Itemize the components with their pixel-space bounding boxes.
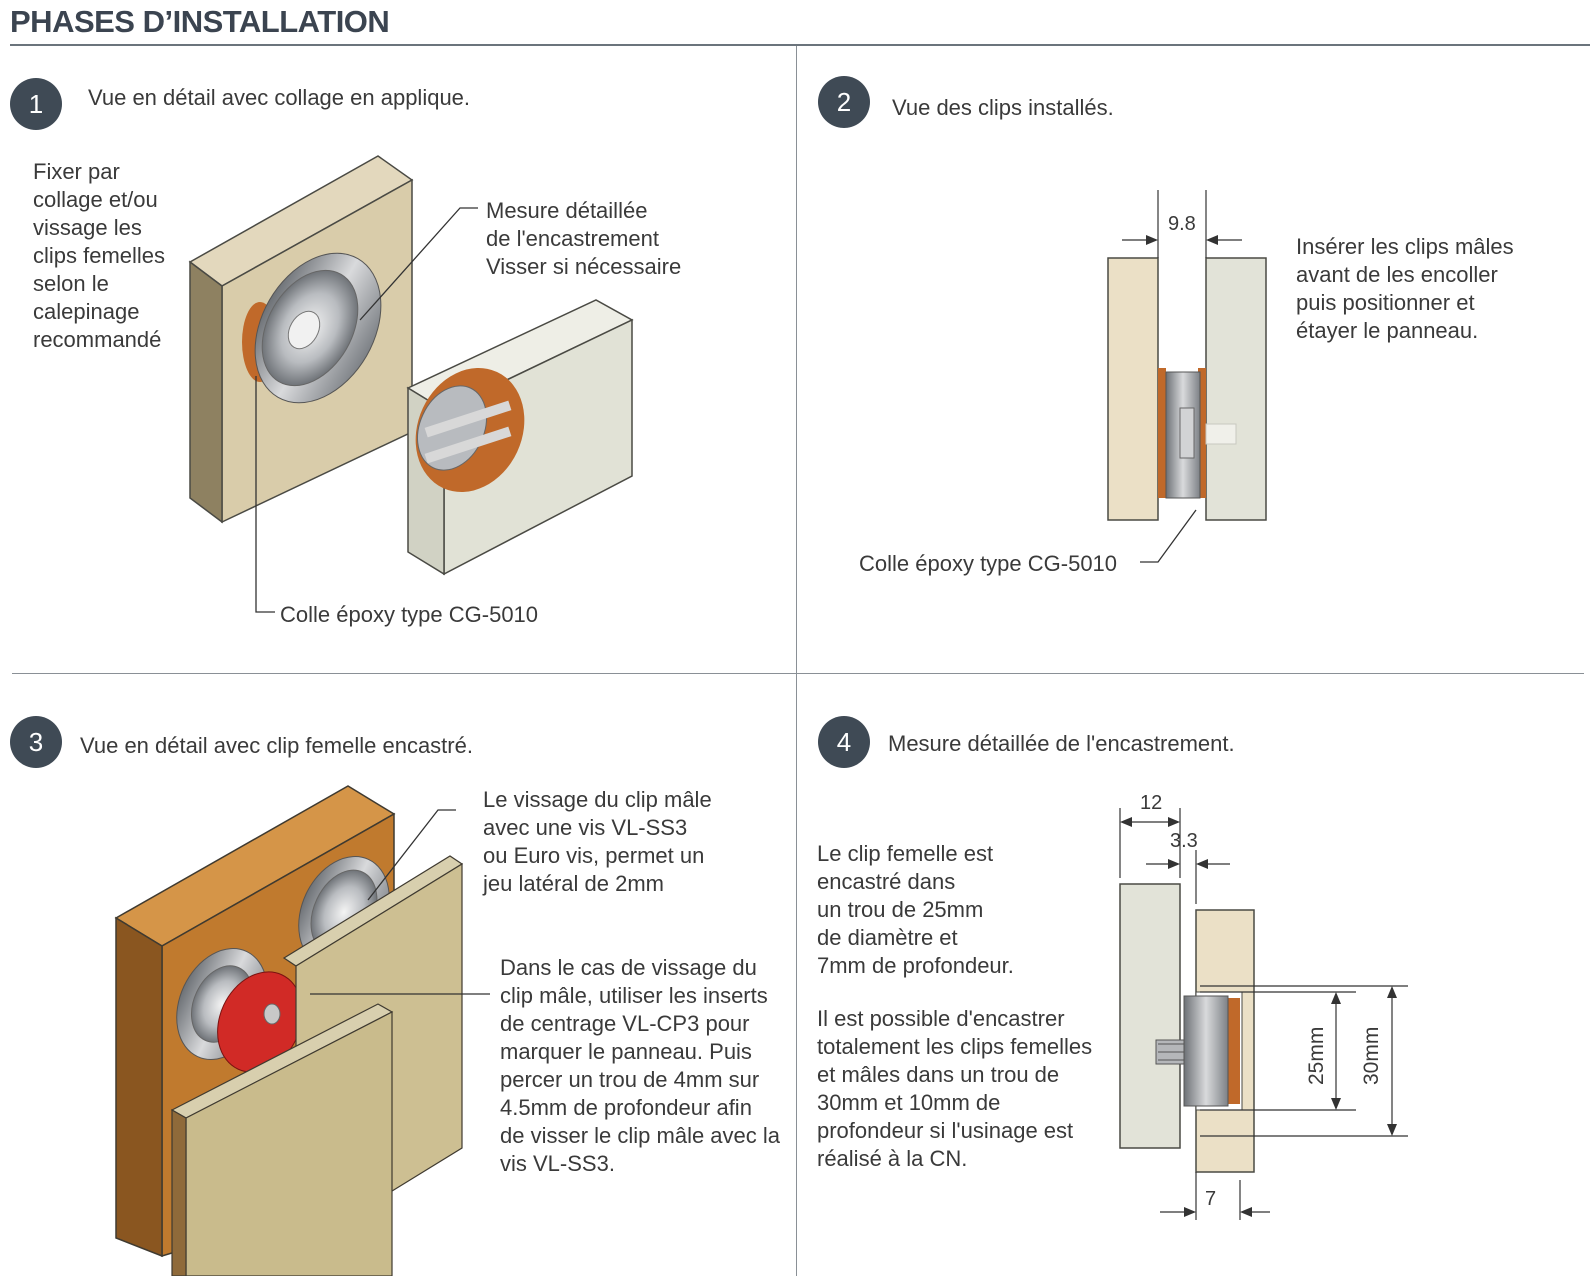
- horizontal-divider: [12, 673, 1584, 674]
- step-3-callout-mid: Dans le cas de vissage du clip mâle, uti…: [500, 955, 781, 1176]
- step-4-badge: 4: [818, 716, 870, 768]
- vertical-divider: [796, 46, 797, 1276]
- hidden-pin: [1205, 423, 1237, 445]
- step-1-callout-top: Mesure détaillée de l'encastrement Visse…: [486, 198, 682, 279]
- step-3-leader-top: [367, 809, 456, 901]
- title-divider: [10, 44, 1590, 46]
- step-4-text-2: Il est possible d'encastrer totalement l…: [817, 1006, 1093, 1171]
- page-title: PHASES D’INSTALLATION: [10, 4, 390, 39]
- orange-block-side: [115, 916, 163, 1258]
- red-insert-pin: [263, 1003, 281, 1025]
- step-4-heading: Mesure détaillée de l'encastrement.: [888, 731, 1235, 756]
- step-4-dim-7: 7: [1205, 1188, 1217, 1210]
- step-4-illustration: [1119, 808, 1408, 1220]
- step-2-badge: 2: [818, 76, 870, 128]
- male-clip-band-2: [424, 426, 512, 464]
- grey-panel-right: [1205, 257, 1267, 521]
- female-clip-hole: [287, 310, 321, 350]
- step-3-illustration: [114, 785, 490, 1276]
- step-4-dim-12: 12: [1140, 792, 1163, 814]
- step-2-heading: Vue des clips installés.: [892, 95, 1114, 120]
- step-3-badge: 3: [10, 716, 62, 768]
- step-3-heading: Vue en détail avec clip femelle encastré…: [80, 733, 473, 758]
- male-clip-band-1: [424, 400, 512, 438]
- clip-assembly: [1183, 995, 1229, 1107]
- clip-neck: [1179, 407, 1195, 459]
- step-3-callout-top: Le vissage du clip mâle avec une vis VL-…: [483, 787, 712, 896]
- glue-right: [1198, 368, 1206, 498]
- step-2-illustration: [1107, 190, 1267, 563]
- step-4-text-1: Le clip femelle est encastré dans un tro…: [817, 841, 1014, 978]
- step-1-illustration: [188, 155, 634, 613]
- grey-panel-left: [1119, 883, 1181, 1149]
- glue-left: [1158, 368, 1166, 498]
- step-2-side-text: Insérer les clips mâles avant de les enc…: [1296, 234, 1514, 343]
- step-2-leader: [1140, 509, 1197, 563]
- wood-block-side: [189, 260, 223, 524]
- step-1-heading: Vue en détail avec collage en applique.: [88, 85, 471, 110]
- leader-top: [359, 207, 478, 321]
- step-4-dim-3-3: 3.3: [1170, 830, 1198, 852]
- step-1-callout-bottom: Colle époxy type CG-5010: [280, 602, 539, 627]
- wood-panel-left: [1107, 257, 1159, 521]
- step-2-callout-bottom: Colle époxy type CG-5010: [859, 551, 1118, 576]
- glue-strip: [1226, 998, 1240, 1104]
- leader-bottom: [255, 376, 275, 613]
- step-2-dim-9-8: 9.8: [1168, 213, 1196, 235]
- step-1-badge: 1: [10, 78, 62, 130]
- step-1-side-text: Fixer par collage et/ou vissage les clip…: [33, 159, 166, 352]
